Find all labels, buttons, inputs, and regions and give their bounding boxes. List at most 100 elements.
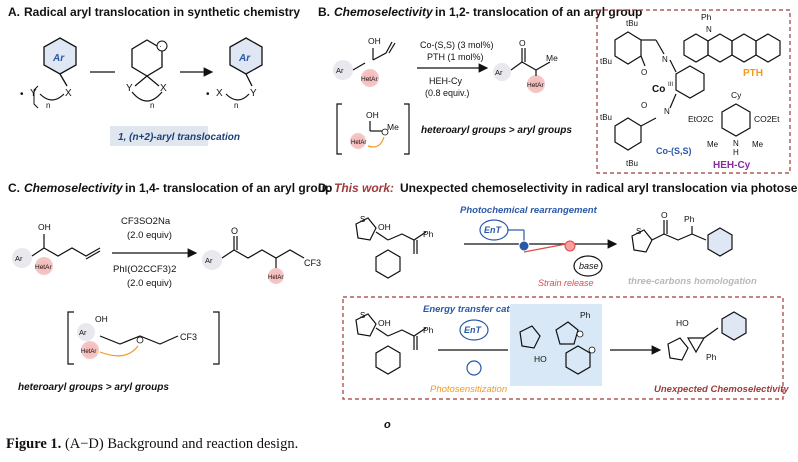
panel-d-prefix: D. bbox=[318, 181, 330, 195]
b-cond3: HEH-Cy bbox=[429, 76, 462, 86]
a-x2-label: X bbox=[160, 83, 167, 94]
d-bulb-icon bbox=[466, 360, 482, 376]
b-o: O bbox=[519, 38, 526, 48]
c-o: O bbox=[231, 226, 238, 236]
d-product-2: HO Ph bbox=[667, 311, 747, 362]
b-ar: Ar bbox=[336, 66, 344, 75]
panel-a-prefix: A. bbox=[8, 5, 20, 19]
pth-ph: Ph bbox=[701, 12, 712, 22]
d-ph-4: Ph bbox=[580, 310, 591, 320]
a-translocation-label: 1, (n+2)-aryl translocation bbox=[118, 132, 240, 143]
n-1: N bbox=[662, 55, 668, 64]
co-label: Co bbox=[652, 84, 665, 95]
heh-eto2c: EtO2C bbox=[688, 114, 714, 124]
b-product: Ar O Me HetAr bbox=[493, 38, 558, 93]
d-intermediate: Ph HO bbox=[519, 310, 596, 375]
a-y3-label: Y bbox=[250, 88, 257, 99]
d-o-2: O bbox=[661, 210, 668, 220]
d-red-dot bbox=[564, 240, 576, 252]
d-ph-3: Ph bbox=[423, 325, 434, 335]
c-cf3-2: CF3 bbox=[180, 332, 197, 342]
d-oh-3: OH bbox=[378, 318, 391, 328]
a-x3-label: X bbox=[216, 88, 223, 99]
pth-structure: Ph N PTH bbox=[683, 12, 781, 79]
panel-b: B. Chemoselectivity in 1,2- translocatio… bbox=[318, 5, 791, 174]
panel-b-title: in 1,2- translocation of an aryl group bbox=[435, 5, 642, 19]
d-highlight bbox=[510, 304, 602, 386]
panel-d-this-work: This work: bbox=[334, 181, 394, 195]
d-ph-2: Ph bbox=[684, 214, 695, 224]
svg-text:·: · bbox=[159, 42, 162, 51]
d-substrate-1: S OH Ph bbox=[355, 215, 434, 279]
c-ar: Ar bbox=[15, 254, 23, 263]
a-n-label: n bbox=[46, 101, 50, 110]
c-ar2: Ar bbox=[205, 256, 213, 265]
d-substrate-2: S OH Ph bbox=[355, 311, 434, 375]
d-s-3: S bbox=[360, 311, 365, 320]
caption-text: (A−D) Background and reaction design. bbox=[64, 436, 299, 452]
a-n3-label: n bbox=[234, 101, 238, 110]
d-unexpected: Unexpected Chemoselectivity bbox=[654, 384, 789, 395]
o-2: O bbox=[641, 101, 647, 110]
a-radical-dot: • bbox=[20, 89, 24, 100]
panel-a-intermediate: · Y X n bbox=[126, 39, 168, 110]
d-ent-2: EnT bbox=[464, 325, 483, 335]
d-ho: HO bbox=[534, 354, 547, 364]
co-salen-structure: tBu tBu N O Co III O N tBu tBu Co-(S,S) bbox=[600, 19, 705, 168]
pth-label: PTH bbox=[743, 68, 763, 79]
c-oh: OH bbox=[38, 222, 51, 232]
b-hetar3: HetAr bbox=[351, 140, 366, 146]
c-cf3: CF3 bbox=[304, 258, 321, 268]
panel-b-title-italic: Chemoselectivity bbox=[334, 5, 434, 19]
c-hetar3: HetAr bbox=[81, 349, 96, 355]
pth-n: N bbox=[706, 25, 712, 34]
heh-label: HEH-Cy bbox=[713, 160, 751, 171]
panel-d: D. This work: Unexpected chemoselectivit… bbox=[318, 181, 798, 431]
c-substrate: Ar OH HetAr bbox=[12, 222, 101, 275]
a-y2-label: Y bbox=[126, 83, 133, 94]
a-label-bg bbox=[110, 126, 208, 146]
d-photochem: Photochemical rearrangement bbox=[460, 205, 598, 216]
d-homolog: three-carbons homologation bbox=[628, 276, 757, 287]
d-oh-1: OH bbox=[378, 222, 391, 232]
d-ph-1: Ph bbox=[423, 229, 434, 239]
a-n2-label: n bbox=[150, 101, 154, 110]
b-catalyst-box bbox=[596, 9, 791, 174]
b-intermediate: OH HetAr Me bbox=[336, 103, 410, 155]
b-me2: Me bbox=[387, 122, 399, 132]
heh-cy-structure: Cy EtO2C CO2Et N H Me Me HEH-Cy bbox=[688, 90, 780, 171]
b-cond4: (0.8 equiv.) bbox=[425, 88, 469, 98]
d-ent-1: EnT bbox=[484, 225, 503, 235]
co-charge: III bbox=[668, 82, 673, 88]
c-product: Ar O HetAr CF3 bbox=[202, 226, 321, 284]
n-2: N bbox=[664, 107, 670, 116]
d-photosens: Photosensitization bbox=[430, 384, 507, 395]
heh-cy: Cy bbox=[731, 90, 742, 100]
b-oh: OH bbox=[368, 36, 381, 46]
c-oh2: OH bbox=[95, 314, 108, 324]
d-product-1: S O Ph bbox=[631, 210, 733, 257]
heh-me2: Me bbox=[752, 140, 764, 149]
c-selectivity: heteroaryl groups > aryl groups bbox=[18, 382, 169, 393]
caption-label: Figure 1. bbox=[6, 436, 62, 452]
c-reagent2-eq: (2.0 equiv) bbox=[127, 278, 172, 289]
a-radical-dot2: • bbox=[206, 89, 210, 100]
d-o-mark: o bbox=[384, 419, 391, 431]
b-me: Me bbox=[546, 53, 558, 63]
d-base-badge bbox=[573, 255, 603, 277]
panel-a: A. Radical aryl translocation in synthet… bbox=[8, 5, 300, 146]
panel-a-substrate: Ar X Y • n bbox=[20, 37, 77, 110]
c-hetar: HetAr bbox=[35, 264, 52, 271]
d-etc: Energy transfer catalysis bbox=[423, 304, 536, 315]
b-oh2: OH bbox=[366, 110, 379, 120]
heh-co2et: CO2Et bbox=[754, 114, 780, 124]
a-ar-label: Ar bbox=[52, 53, 65, 64]
c-reagent1-eq: (2.0 equiv) bbox=[127, 230, 172, 241]
figure-caption: Figure 1. (A−D) Background and reaction … bbox=[6, 436, 298, 453]
heh-me1: Me bbox=[707, 140, 719, 149]
d-ho-2: HO bbox=[676, 318, 689, 328]
b-cond2: PTH (1 mol%) bbox=[427, 52, 484, 62]
d-base: base bbox=[579, 261, 599, 271]
panel-c-prefix: C. bbox=[8, 181, 20, 195]
